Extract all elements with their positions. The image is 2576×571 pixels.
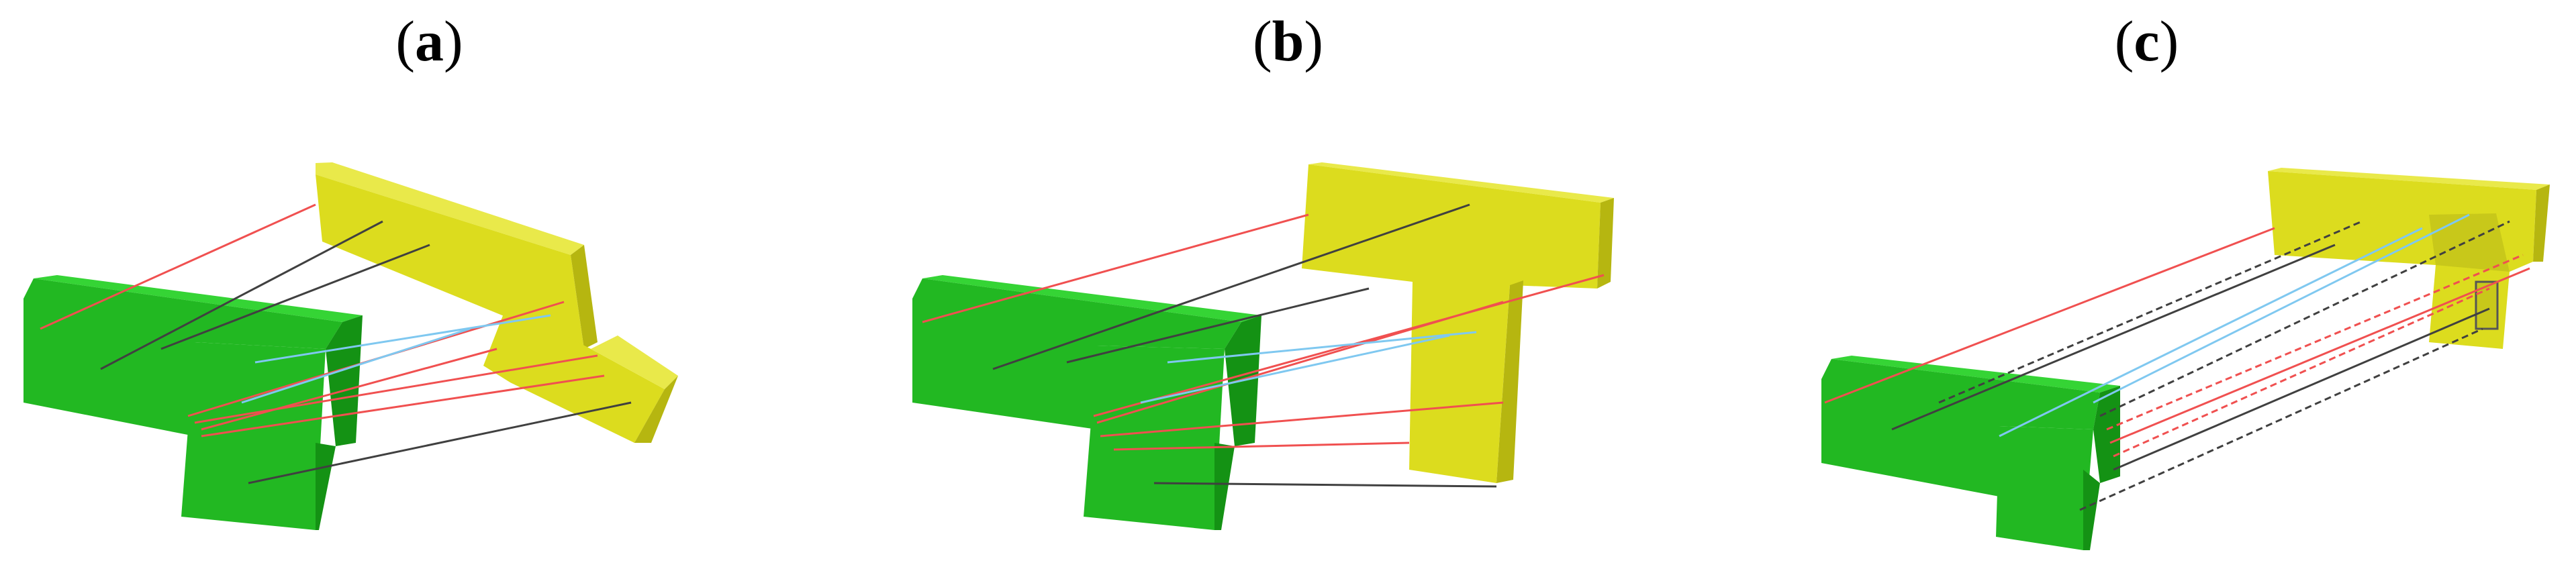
green-block <box>23 275 363 530</box>
panel-b: (b) <box>859 0 1717 571</box>
correspondence-lines <box>922 203 1605 488</box>
green-block <box>912 275 1261 530</box>
panel-a: (a) <box>0 0 859 571</box>
diagram-c <box>1821 168 2550 550</box>
yellow-block <box>316 162 678 443</box>
panel-label-a: (a) <box>395 9 463 73</box>
green-block <box>1821 356 2120 550</box>
panel-label-c: (c) <box>2114 9 2179 73</box>
yellow-block <box>2268 168 2550 349</box>
correspondence-lines <box>1824 213 2530 511</box>
diagram-b <box>912 162 1614 530</box>
panel-label-b: (b) <box>1252 9 1324 73</box>
panel-c: (c) <box>1717 0 2576 571</box>
diagram-a <box>23 162 678 530</box>
correspondence-lines <box>40 203 632 484</box>
yellow-block <box>1302 162 1614 483</box>
